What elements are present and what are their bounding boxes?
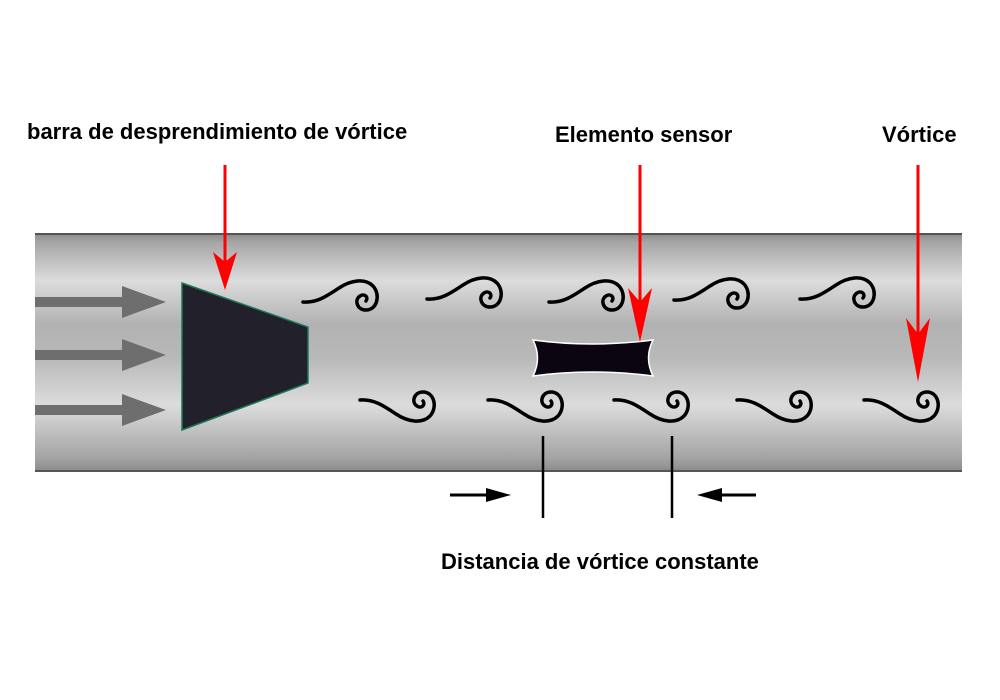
sensor-element: [531, 339, 655, 377]
arrow-right-icon: [35, 394, 166, 426]
label-sensor-element: Elemento sensor: [555, 122, 733, 147]
pointer-arrows: [213, 165, 930, 382]
arrow-right-icon: [35, 286, 166, 318]
arrow-right-icon: [35, 339, 166, 371]
label-vortex: Vórtice: [882, 122, 957, 147]
arrow-down-icon: [906, 165, 930, 382]
pipe: [35, 233, 962, 472]
arrow-down-icon: [213, 165, 237, 290]
bluff-body: [181, 281, 309, 432]
arrow-down-icon: [628, 165, 652, 342]
label-constant-distance: Distancia de vórtice constante: [441, 549, 759, 574]
arrow-right-icon: [450, 488, 511, 502]
label-shedder-bar: barra de desprendimiento de vórtice: [27, 119, 408, 144]
flow-arrows: [35, 286, 166, 426]
arrow-left-icon: [697, 488, 756, 502]
distance-markers: [450, 436, 756, 518]
